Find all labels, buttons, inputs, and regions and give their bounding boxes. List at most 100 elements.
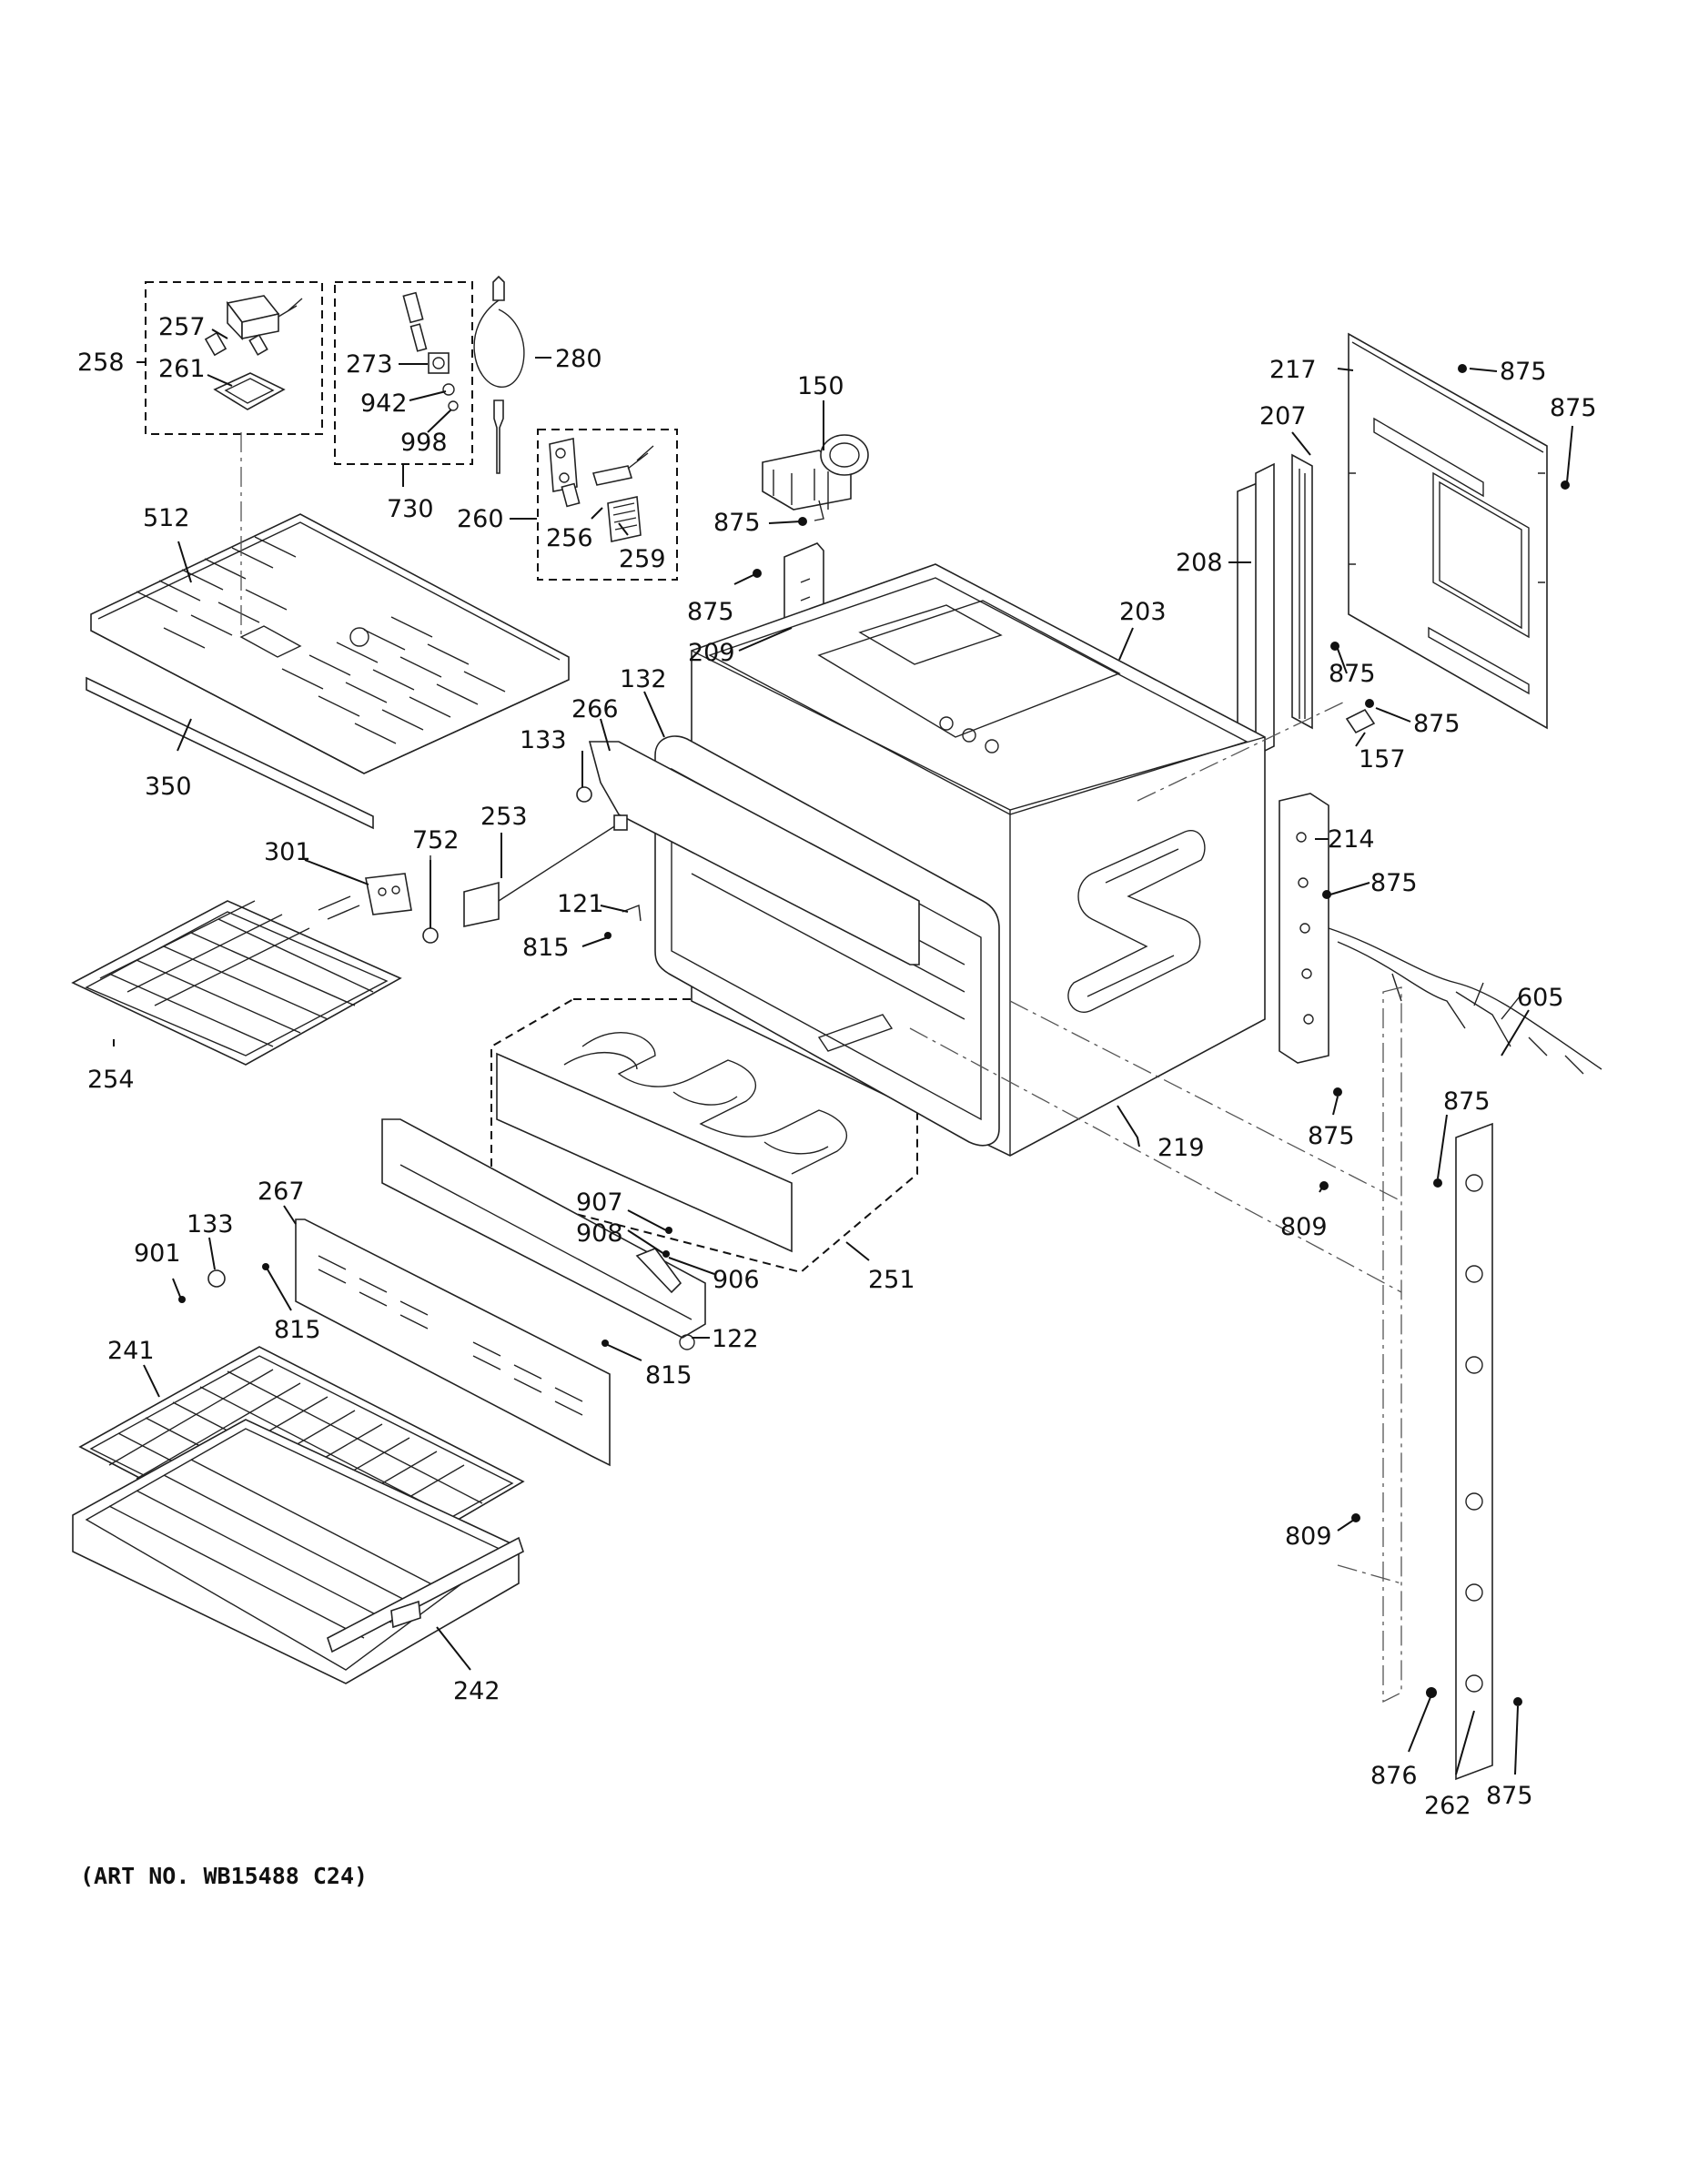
screw-875e — [1330, 642, 1339, 651]
part-254-broil-element — [71, 895, 402, 1066]
label-730: 730 — [387, 495, 434, 523]
part-133-plug-lower — [207, 1269, 226, 1288]
label-605: 605 — [1517, 984, 1564, 1012]
label-875g: 875 — [1370, 869, 1418, 897]
label-907: 907 — [576, 1188, 623, 1217]
label-261: 261 — [158, 355, 206, 383]
part-605-wire-harness — [1328, 927, 1602, 1075]
part-512-top-panel — [90, 513, 570, 774]
screw-815c — [601, 1340, 609, 1347]
screw-815b — [262, 1263, 269, 1270]
part-121-clip — [622, 905, 642, 922]
screw-875a — [798, 517, 807, 526]
label-876: 876 — [1370, 1762, 1418, 1790]
label-258: 258 — [77, 349, 125, 377]
label-901: 901 — [134, 1239, 181, 1268]
screw-875f — [1365, 699, 1374, 708]
group-box-260 — [537, 429, 678, 581]
label-875d: 875 — [687, 598, 734, 626]
label-875h: 875 — [1443, 1087, 1491, 1116]
label-257: 257 — [158, 313, 206, 341]
part-rail-inner — [1382, 986, 1402, 1704]
screw-875b — [1458, 364, 1467, 373]
label-242: 242 — [453, 1677, 500, 1705]
label-262: 262 — [1424, 1792, 1471, 1820]
label-875a: 875 — [713, 509, 761, 537]
art-number-caption: (ART NO. WB15488 C24) — [80, 1863, 368, 1889]
label-875j: 875 — [1486, 1782, 1533, 1810]
part-266-vent-trim — [588, 741, 920, 966]
label-241: 241 — [107, 1337, 155, 1365]
part-261-gasket — [213, 372, 286, 410]
label-906: 906 — [713, 1266, 760, 1294]
label-512: 512 — [143, 504, 190, 532]
part-242-extension-rack — [72, 1419, 524, 1684]
label-875c: 875 — [1550, 394, 1597, 422]
part-267-vent-panel — [295, 1218, 611, 1467]
label-260: 260 — [457, 505, 504, 533]
label-133b: 133 — [187, 1210, 234, 1239]
label-280: 280 — [555, 345, 602, 373]
label-875b: 875 — [1500, 358, 1547, 386]
label-254: 254 — [87, 1066, 135, 1094]
label-219: 219 — [1157, 1134, 1205, 1162]
label-133a: 133 — [520, 726, 567, 754]
label-157: 157 — [1359, 745, 1406, 774]
centerline-a — [1009, 1000, 1402, 1202]
label-815c: 815 — [645, 1361, 692, 1390]
part-122-bottom-trim — [381, 1118, 706, 1350]
label-815a: 815 — [522, 934, 570, 962]
part-257-igniter-module — [204, 295, 303, 357]
part-208-side-strip — [1237, 462, 1275, 757]
label-266: 266 — [571, 695, 619, 723]
centerline-e — [1337, 1564, 1402, 1584]
part-157-clip — [1345, 708, 1376, 734]
leader-lines — [113, 329, 1573, 1775]
part-214-bracket — [1279, 793, 1329, 1064]
label-203: 203 — [1119, 598, 1167, 626]
label-209: 209 — [688, 639, 735, 667]
part-253-sensor-probe — [463, 814, 628, 927]
label-875f: 875 — [1413, 710, 1461, 738]
label-998: 998 — [400, 429, 448, 457]
centerline-c — [1137, 700, 1348, 802]
label-217: 217 — [1269, 356, 1317, 384]
label-132: 132 — [620, 665, 667, 693]
screw-875g — [1322, 890, 1331, 899]
label-207: 207 — [1259, 402, 1307, 430]
screw-875c — [1561, 480, 1570, 490]
screw-907 — [665, 1227, 672, 1234]
part-251-bake-element — [496, 1014, 894, 1253]
part-133-plug-upper — [576, 786, 592, 803]
part-301-terminal — [365, 873, 412, 915]
label-251: 251 — [868, 1266, 915, 1294]
label-273: 273 — [346, 350, 393, 379]
label-150: 150 — [797, 372, 844, 400]
centerline-b — [909, 1027, 1402, 1293]
label-208: 208 — [1176, 549, 1223, 577]
label-908: 908 — [576, 1219, 623, 1248]
label-942: 942 — [360, 389, 408, 418]
screw-875j — [1513, 1697, 1522, 1706]
label-121: 121 — [557, 890, 604, 918]
label-253: 253 — [480, 803, 528, 831]
part-273-sensor — [402, 291, 459, 411]
screw-901 — [178, 1296, 186, 1303]
part-217-rear-panel — [1348, 332, 1548, 730]
label-815b: 815 — [274, 1316, 321, 1344]
label-259: 259 — [619, 545, 666, 573]
part-260-component — [549, 438, 654, 542]
screw-875i — [1333, 1087, 1342, 1097]
label-256: 256 — [546, 524, 593, 552]
part-150-motor — [762, 434, 869, 521]
label-752: 752 — [412, 826, 460, 854]
label-809a: 809 — [1280, 1213, 1328, 1241]
part-207-side-strip — [1291, 453, 1313, 730]
part-906-bracket — [635, 1248, 682, 1294]
part-280-temperature-probe — [473, 275, 525, 474]
label-875e: 875 — [1329, 660, 1376, 688]
label-122: 122 — [712, 1325, 759, 1353]
label-809b: 809 — [1285, 1522, 1332, 1551]
screw-908 — [662, 1250, 670, 1258]
